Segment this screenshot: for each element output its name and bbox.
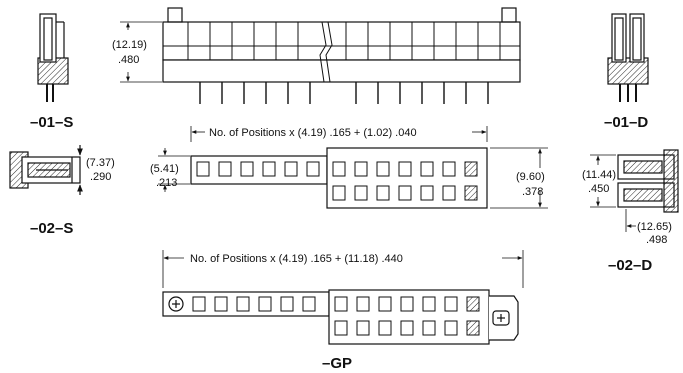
- pitch-formula-gp: No. of Positions x (4.19) .165 + (11.18)…: [190, 253, 403, 265]
- s02-dim-mm: (7.37): [86, 157, 115, 169]
- gp-plan-view: [162, 289, 519, 345]
- d02-h-dim-in: .450: [588, 183, 609, 195]
- view-01-s: [37, 13, 69, 102]
- plus-icon: [168, 296, 510, 326]
- s02-dim-in: .290: [90, 171, 111, 183]
- d02-w-dim-in: .498: [646, 234, 667, 246]
- d02-w-dim-mm: (12.65): [637, 221, 672, 233]
- width-dim-mm: (9.60): [516, 171, 545, 183]
- pitch-dimension-top: [190, 126, 488, 142]
- row-dim-mm: (5.41): [150, 163, 179, 175]
- row-dim-in: .213: [156, 177, 177, 189]
- variant-gp-label: –GP: [322, 355, 352, 372]
- height-dim-mm: (12.19): [112, 39, 147, 51]
- variant-02-s-label: –02–S: [30, 220, 73, 237]
- pitch-dimension-gp: [162, 250, 524, 288]
- view-02-s: [9, 145, 83, 195]
- variant-01-s-label: –01–S: [30, 114, 73, 131]
- variant-02-d-label: –02–D: [608, 257, 652, 274]
- front-elevation: [120, 7, 521, 104]
- view-02-d: [590, 149, 679, 232]
- d02-h-dim-mm: (11.44): [582, 169, 616, 181]
- height-dim-in: .480: [118, 54, 139, 66]
- view-01-d: [607, 13, 649, 102]
- pitch-formula-top: No. of Positions x (4.19) .165 + (1.02) …: [209, 127, 417, 139]
- plan-view: [158, 147, 548, 209]
- variant-01-d-label: –01–D: [604, 114, 648, 131]
- width-dim-in: .378: [522, 186, 543, 198]
